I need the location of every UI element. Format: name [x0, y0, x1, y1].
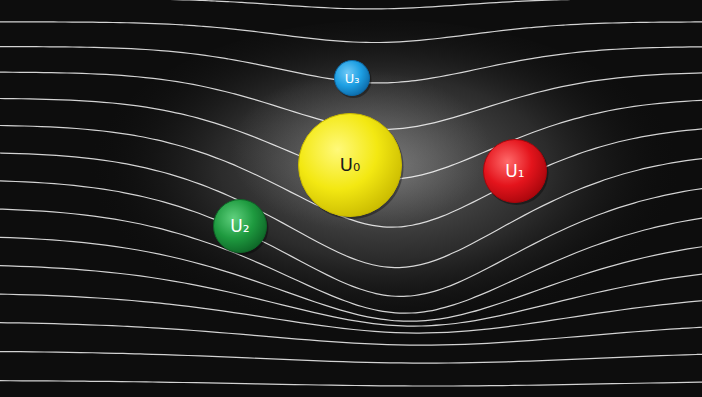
- node-label: U₀: [340, 156, 360, 174]
- grid-line: [0, 207, 702, 313]
- circle-fill: [484, 140, 547, 203]
- label-box: U₀: [298, 113, 402, 217]
- grid-line: [0, 380, 702, 386]
- circle-fill: [214, 200, 267, 253]
- green-circle: U₂: [213, 199, 267, 253]
- blue-circle: U₃: [334, 60, 370, 96]
- yellow-circle: U₀: [298, 113, 402, 217]
- grid-line: [0, 351, 702, 363]
- circle-fill: [335, 61, 370, 96]
- label-box: U₃: [334, 60, 370, 96]
- node-label: U₂: [230, 218, 249, 235]
- label-box: U₂: [213, 199, 267, 253]
- grid-line: [0, 236, 702, 322]
- grid-line: [0, 293, 702, 333]
- circle-fill: [299, 114, 402, 217]
- node-label: U₃: [345, 72, 360, 85]
- grid-line: [0, 22, 702, 43]
- grid-line: [0, 0, 702, 9]
- grid-line: [0, 264, 702, 326]
- red-circle: U₁: [483, 139, 547, 203]
- label-box: U₁: [483, 139, 547, 203]
- grid-line: [0, 322, 702, 345]
- well-glow: [85, 20, 685, 350]
- node-label: U₁: [505, 163, 524, 180]
